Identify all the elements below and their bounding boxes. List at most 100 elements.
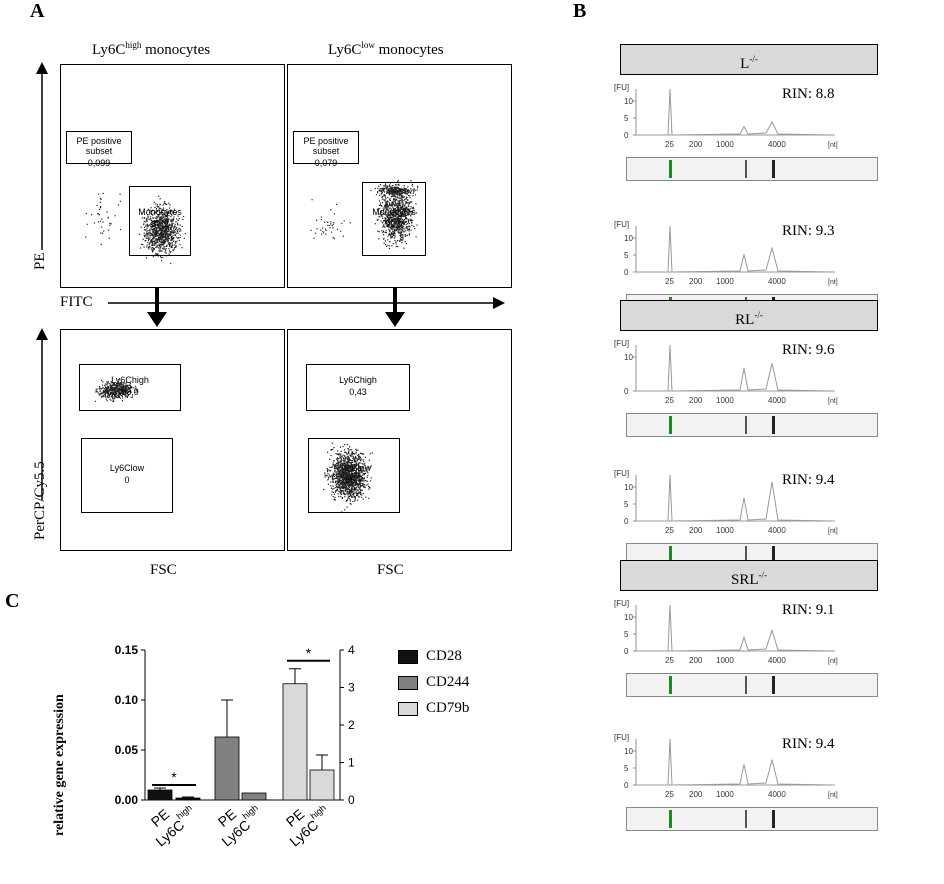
y-tick: 5 — [624, 500, 629, 509]
rin-value: RIN: 9.4 — [782, 472, 835, 488]
sample-header: L-/- — [620, 44, 878, 75]
x-tick: 25 — [665, 526, 674, 535]
trace-line — [638, 88, 833, 136]
right-tick: 0 — [348, 793, 355, 807]
gel-band — [745, 810, 747, 828]
x-tick: 1000 — [716, 526, 734, 535]
x-tick: 4000 — [768, 277, 786, 286]
dot-cloud — [94, 379, 138, 403]
x-tick: 1000 — [716, 277, 734, 286]
right-tick: 2 — [348, 718, 355, 732]
nt-label: [nt] — [828, 658, 838, 665]
rin-value: RIN: 9.4 — [782, 736, 835, 752]
legend-item-cd244: CD244 — [398, 674, 469, 691]
x-tick: 1000 — [716, 396, 734, 405]
gel-lane — [626, 673, 878, 697]
y-tick: 10 — [624, 234, 633, 243]
dot-cloud — [310, 179, 419, 250]
gel-lane — [626, 157, 878, 181]
legend-item-cd28: CD28 — [398, 648, 462, 665]
y-tick: 0 — [624, 387, 629, 396]
gel-lane — [626, 807, 878, 831]
y-tick: 5 — [624, 630, 629, 639]
axis-fitc: FITC — [60, 294, 93, 310]
x-tick: 25 — [665, 396, 674, 405]
gel-band — [772, 810, 775, 828]
sample-header: SRL-/- — [620, 560, 878, 591]
sample-header-sup: -/- — [754, 310, 763, 320]
x-tick: 25 — [665, 140, 674, 149]
y-tick: 0 — [624, 647, 629, 656]
legend-swatch — [398, 675, 418, 690]
right-tick: 3 — [348, 681, 355, 695]
x-tick: 1000 — [716, 140, 734, 149]
gel-band — [669, 810, 672, 828]
axis-percp: PerCP/Cy5.5 — [32, 461, 48, 540]
left-tick: 0.05 — [115, 743, 139, 757]
y-tick: 10 — [624, 483, 633, 492]
y-tick: 5 — [624, 114, 629, 123]
gel-band — [745, 416, 747, 434]
gel-band — [772, 676, 775, 694]
sample-header-sup: -/- — [758, 570, 768, 580]
x-tick: 4000 — [768, 656, 786, 665]
fu-label: [FU] — [614, 469, 629, 478]
significance-star: * — [306, 645, 312, 661]
col-title-low: Ly6Clow monocytes — [328, 40, 444, 58]
bar — [241, 792, 267, 801]
left-tick: 0.15 — [115, 643, 139, 657]
y-tick: 10 — [624, 747, 633, 756]
x-tick: 1000 — [716, 656, 734, 665]
gel-band — [745, 160, 747, 178]
x-tick: 25 — [665, 277, 674, 286]
gel-band — [772, 416, 775, 434]
sample-header-name: SRL — [730, 572, 759, 588]
panel-label-a: A — [30, 0, 45, 22]
axis-fsc-left: FSC — [150, 562, 177, 578]
y-tick: 0 — [624, 517, 629, 526]
x-tick: 4000 — [768, 790, 786, 799]
axis-fsc-right: FSC — [377, 562, 404, 578]
rin-value: RIN: 9.6 — [782, 342, 835, 358]
y-tick: 5 — [624, 251, 629, 260]
gel-band — [745, 546, 747, 564]
nt-label: [nt] — [828, 398, 838, 405]
x-tick: 25 — [665, 656, 674, 665]
gel-band — [669, 546, 672, 564]
x-tick: 4000 — [768, 526, 786, 535]
trace-line — [638, 474, 833, 522]
x-tick: 25 — [665, 790, 674, 799]
trace-line — [638, 604, 833, 652]
x-tick: 4000 — [768, 396, 786, 405]
rin-value: RIN: 9.3 — [782, 223, 835, 239]
bar — [147, 789, 173, 801]
nt-label: [nt] — [828, 792, 838, 799]
trace-line — [638, 738, 833, 786]
x-tick: 200 — [689, 140, 703, 149]
panel-label-c: C — [5, 590, 20, 612]
axis-pe: PE — [32, 252, 48, 270]
gel-band — [669, 416, 672, 434]
gel-band — [772, 546, 775, 564]
gel-lane — [626, 413, 878, 437]
trace-line — [638, 225, 833, 273]
col-title-high: Ly6Chigh monocytes — [92, 40, 211, 58]
y-tick: 10 — [624, 613, 633, 622]
right-tick: 1 — [348, 756, 355, 770]
nt-label: [nt] — [828, 279, 838, 286]
fu-label: [FU] — [614, 599, 629, 608]
fu-label: [FU] — [614, 733, 629, 742]
gel-band — [745, 676, 747, 694]
nt-label: [nt] — [828, 528, 838, 535]
